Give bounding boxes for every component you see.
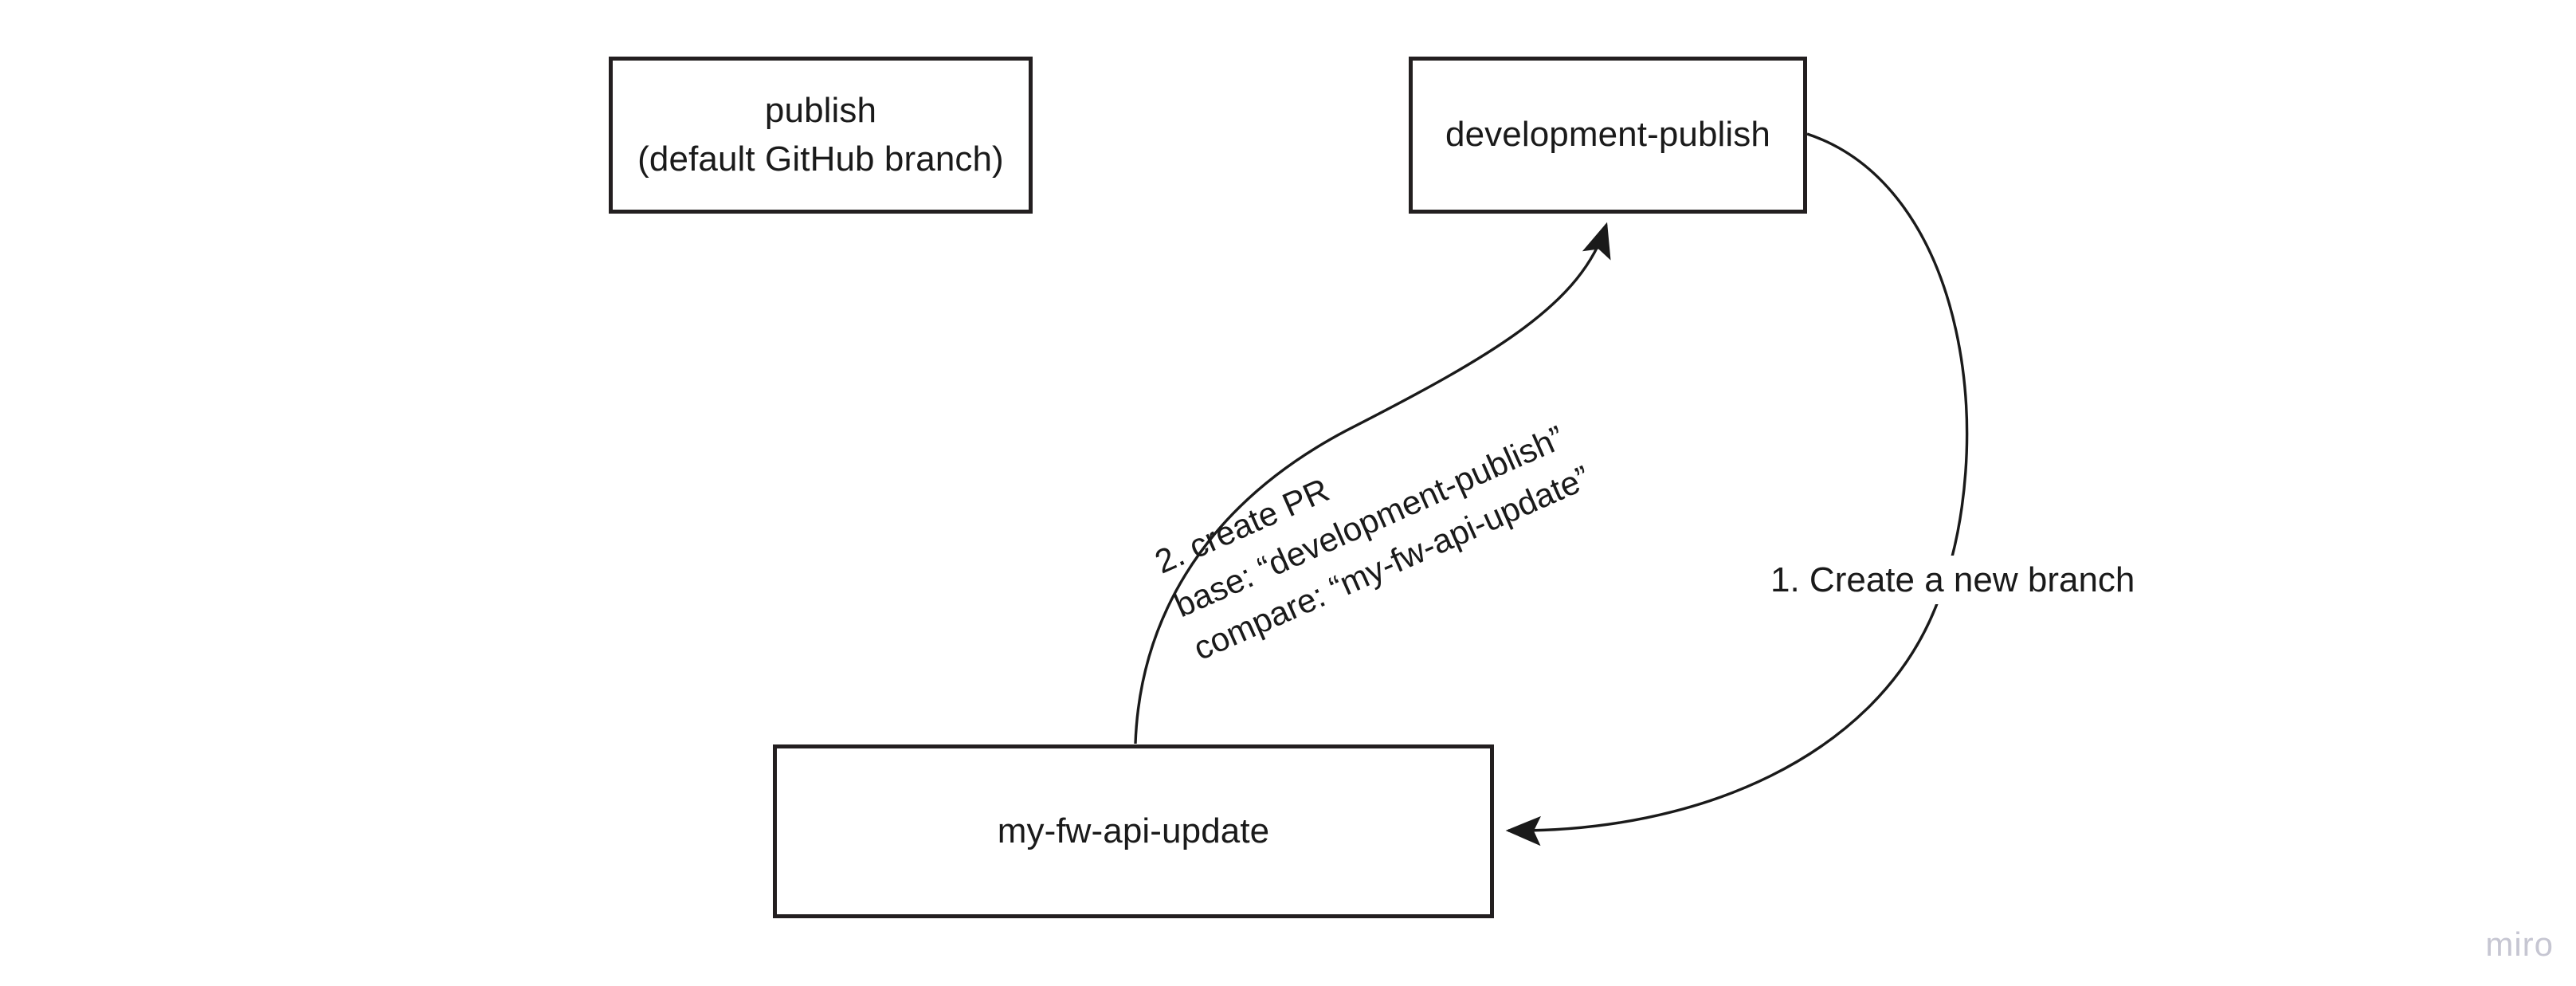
node-development-publish-label: development-publish [1445, 115, 1770, 155]
node-development-publish[interactable]: development-publish [1409, 57, 1807, 214]
edge-label-create-pr: 2. create PR base: “development-publish”… [1147, 367, 1598, 673]
miro-watermark: miro [2485, 925, 2554, 963]
node-my-fw-api-update-label: my-fw-api-update [997, 811, 1270, 850]
node-publish-label: publish (default GitHub branch) [637, 90, 1004, 179]
node-publish[interactable]: publish (default GitHub branch) [609, 57, 1033, 214]
edge-label-create-branch: 1. Create a new branch [1764, 556, 2142, 605]
node-my-fw-api-update[interactable]: my-fw-api-update [773, 744, 1494, 918]
